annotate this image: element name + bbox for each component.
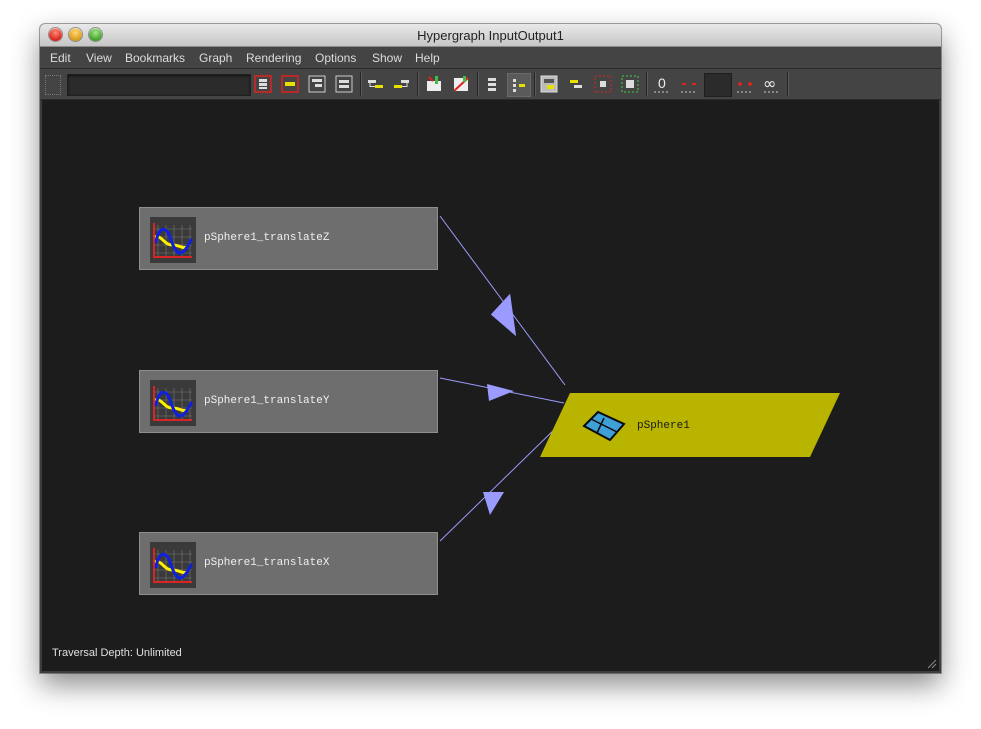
input-output-connections-icon xyxy=(453,76,469,92)
frame-all-button[interactable] xyxy=(252,73,274,95)
frame-hierarchy-icon xyxy=(308,75,326,93)
edge-translateY-to-pSphere1[interactable] xyxy=(439,377,565,404)
toolbar-separator xyxy=(360,72,362,96)
menu-bar: Edit View Bookmarks Graph Rendering Opti… xyxy=(40,47,941,69)
minimize-window-button[interactable] xyxy=(69,28,82,41)
increase-depth-button[interactable] xyxy=(734,73,756,95)
menu-help[interactable]: Help xyxy=(415,51,440,65)
toolbar: 0 ∞ xyxy=(40,69,941,100)
graph-up-downstream-icon xyxy=(427,76,441,91)
node-label: pSphere1_translateY xyxy=(204,395,330,407)
toolbar-separator xyxy=(534,72,536,96)
node-shape xyxy=(540,393,840,457)
svg-text:∞: ∞ xyxy=(763,74,776,93)
dependency-graph-button[interactable] xyxy=(507,73,531,97)
frame-selection-icon xyxy=(281,75,299,93)
zoom-window-button[interactable] xyxy=(89,28,102,41)
menu-show[interactable]: Show xyxy=(372,51,403,65)
menu-bookmarks[interactable]: Bookmarks xyxy=(125,51,186,65)
traversal-depth-zero-button[interactable]: 0 xyxy=(651,73,673,95)
toggle-swatches-icon xyxy=(570,80,582,88)
resize-grip-icon[interactable] xyxy=(927,659,937,669)
graph-canvas[interactable]: pSphere1_translateZ pSphere1_translateY … xyxy=(42,100,939,671)
add-selected-icon xyxy=(594,75,612,93)
increase-depth-icon xyxy=(737,82,753,93)
node-label: pSphere1_translateX xyxy=(204,557,330,569)
svg-text:0: 0 xyxy=(658,75,666,91)
window-title: Hypergraph InputOutput1 xyxy=(417,28,564,43)
close-window-button[interactable] xyxy=(49,28,62,41)
expand-collapse-button[interactable] xyxy=(538,73,560,95)
menu-options[interactable]: Options xyxy=(315,51,357,65)
anim-node-translateY[interactable]: pSphere1_translateY xyxy=(139,370,438,433)
frame-branch-icon xyxy=(335,75,353,93)
edge-translateZ-to-pSphere1[interactable] xyxy=(439,215,566,386)
unlimited-depth-button[interactable]: ∞ xyxy=(761,73,783,95)
menu-rendering[interactable]: Rendering xyxy=(246,51,302,65)
frame-all-icon xyxy=(254,75,272,93)
frame-hierarchy-button[interactable] xyxy=(306,73,328,95)
toggle-swatches-button[interactable] xyxy=(565,73,587,95)
title-bar[interactable]: Hypergraph InputOutput1 xyxy=(40,24,941,47)
next-view-button[interactable] xyxy=(391,73,413,95)
anim-node-translateX[interactable]: pSphere1_translateX xyxy=(139,532,438,595)
toolbar-separator xyxy=(787,72,789,96)
traversal-depth-status: Traversal Depth: Unlimited xyxy=(52,647,182,659)
toolbar-grip-icon[interactable] xyxy=(45,75,61,95)
anim-curve-icon xyxy=(150,217,196,263)
anim-curve-icon xyxy=(150,380,196,426)
add-selected-button[interactable] xyxy=(592,73,614,95)
frame-selection-button[interactable] xyxy=(279,73,301,95)
scene-hierarchy-button[interactable] xyxy=(481,73,503,95)
toolbar-separator xyxy=(417,72,419,96)
expand-collapse-icon xyxy=(540,75,558,93)
reduce-depth-icon xyxy=(681,83,697,93)
input-output-connections-button[interactable] xyxy=(450,73,472,95)
graph-up-downstream-button[interactable] xyxy=(423,73,445,95)
node-label: pSphere1_translateZ xyxy=(204,232,330,244)
next-view-icon xyxy=(394,80,409,88)
remove-selected-button[interactable] xyxy=(619,73,641,95)
hypergraph-window: Hypergraph InputOutput1 Edit View Bookma… xyxy=(40,24,941,673)
toolbar-separator xyxy=(477,72,479,96)
reduce-depth-button[interactable] xyxy=(678,73,700,95)
anim-node-translateZ[interactable]: pSphere1_translateZ xyxy=(139,207,438,270)
previous-view-button[interactable] xyxy=(365,73,387,95)
frame-branch-button[interactable] xyxy=(333,73,355,95)
menu-view[interactable]: View xyxy=(86,51,112,65)
traversal-depth-field[interactable] xyxy=(704,73,732,97)
previous-view-icon xyxy=(368,80,383,88)
dependency-graph-icon xyxy=(513,79,525,92)
toolbar-separator xyxy=(646,72,648,96)
transform-node-pSphere1[interactable]: pSphere1 xyxy=(540,393,842,459)
infinity-icon: ∞ xyxy=(763,74,780,93)
graph-search-input[interactable] xyxy=(67,74,251,96)
edge-translateX-to-pSphere1[interactable] xyxy=(439,421,563,542)
menu-graph[interactable]: Graph xyxy=(199,51,233,65)
node-label: pSphere1 xyxy=(637,420,690,432)
connection-layer xyxy=(439,215,566,542)
nurbs-surface-icon xyxy=(582,410,626,442)
menu-edit[interactable]: Edit xyxy=(50,51,71,65)
depth-zero-icon: 0 xyxy=(654,75,670,93)
remove-selected-icon xyxy=(621,75,639,93)
scene-hierarchy-icon xyxy=(488,78,496,91)
anim-curve-icon xyxy=(150,542,196,588)
